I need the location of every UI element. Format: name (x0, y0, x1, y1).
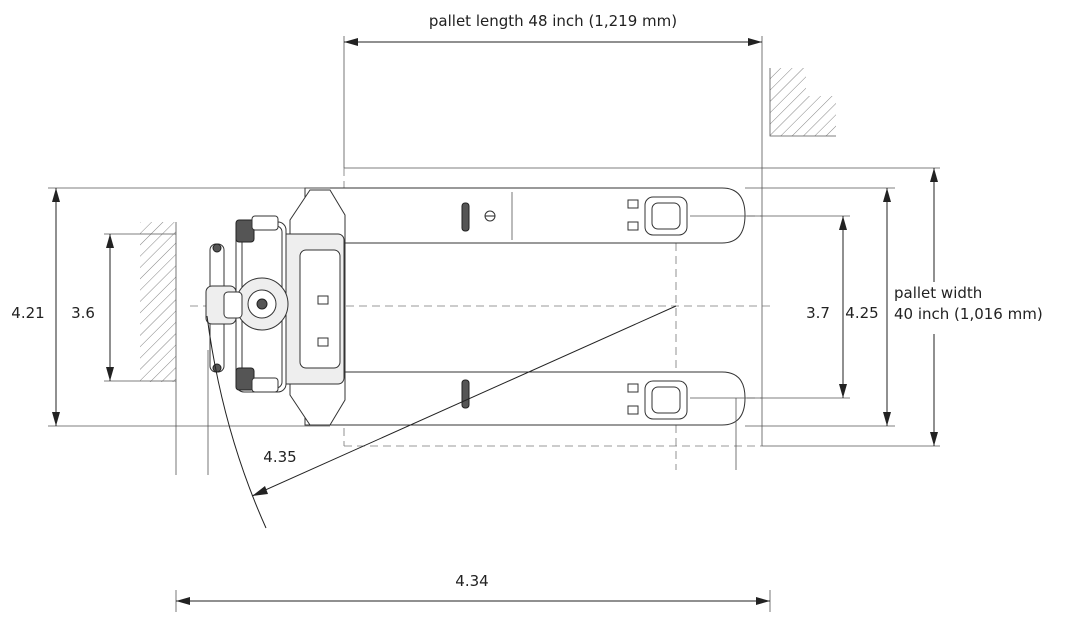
overall-width-dimension: 4.21 (11, 187, 330, 427)
total-length-label: 4.34 (455, 572, 488, 590)
left-wall-hatch (140, 222, 177, 475)
pallet-width-dimension: pallet width 40 inch (1,016 mm) (762, 167, 1043, 447)
fork-outer-dimension: 4.25 (745, 187, 895, 427)
pallet-length-label: pallet length 48 inch (1,219 mm) (429, 12, 677, 30)
upper-fork (304, 187, 746, 244)
fork-outer-label: 4.25 (845, 304, 878, 322)
fork-inner-label: 3.7 (806, 304, 830, 322)
turning-radius-label: 4.35 (263, 448, 296, 466)
pallet-width-label-line2: 40 inch (1,016 mm) (894, 305, 1043, 323)
total-length-dimension: 4.34 (175, 398, 771, 612)
fork-inner-dimension: 3.7 (690, 215, 850, 399)
inner-width-dimension: 3.6 (71, 233, 176, 382)
tiller-handle (205, 243, 243, 373)
turning-radius-dimension: 4.35 (206, 305, 677, 529)
inner-width-label: 3.6 (71, 304, 95, 322)
overall-width-label: 4.21 (11, 304, 44, 322)
wall-corner-hatch (769, 68, 836, 137)
lower-fork (304, 371, 746, 426)
pallet-width-label-line1: pallet width (894, 284, 982, 302)
pallet-length-dimension: pallet length 48 inch (1,219 mm) (343, 12, 763, 168)
truck-chassis (235, 189, 346, 426)
